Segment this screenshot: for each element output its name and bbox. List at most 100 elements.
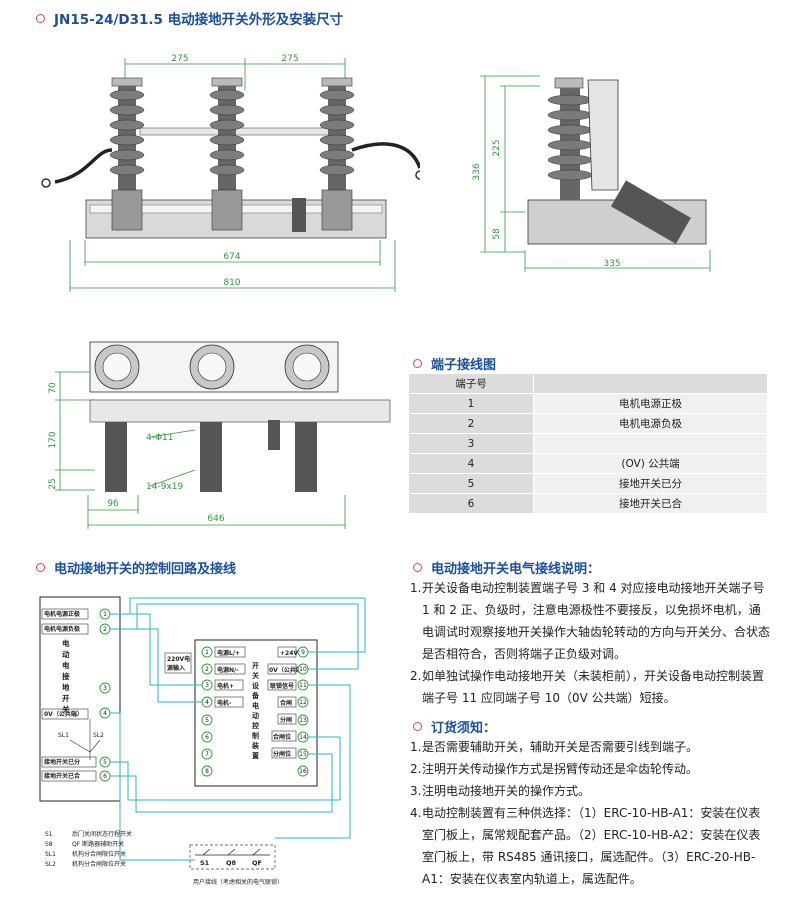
grounding-switch-box (39, 596, 121, 802)
label-open: 接地开关已分 (43, 758, 80, 766)
svg-text:电: 电 (62, 660, 70, 670)
svg-text:16: 16 (299, 768, 307, 775)
svg-text:8: 8 (205, 768, 209, 775)
terminal-header-label: 端子号 (409, 374, 534, 394)
main-section-title: JN15-24/D31.5 电动接地开关外形及安装尺寸 (36, 8, 343, 28)
svg-text:12: 12 (299, 699, 307, 706)
gear (292, 198, 306, 232)
device-label-motor-pos: 电机+ (217, 682, 234, 690)
power-input-label-1: 220V电 (167, 655, 190, 663)
svg-text:开: 开 (62, 694, 70, 703)
device-label-open: 分闸 (280, 716, 292, 724)
dim-335: 335 (603, 259, 620, 269)
svg-text:开: 开 (252, 662, 259, 670)
side-insulator (547, 94, 593, 181)
device-label-n: 电源N/- (217, 666, 239, 674)
label-ov: 0V（公共端） (44, 710, 83, 718)
device-terminal-circles (201, 646, 309, 777)
front-view-drawing: 275 275 674 810 (41, 54, 420, 292)
insulator-right (319, 77, 355, 231)
device-label-l: 电源L/+ (217, 649, 240, 657)
label-sl1: SL1 (58, 732, 69, 739)
device-label-close: 合闸 (280, 699, 292, 707)
svg-text:QF 断路器辅助开关: QF 断路器辅助开关 (72, 840, 124, 848)
svg-text:1: 1 (103, 611, 107, 618)
svg-text:13: 13 (299, 717, 307, 724)
svg-text:4: 4 (205, 699, 209, 706)
table-row: 4(OV) 公共端 (409, 453, 767, 474)
wiring-notes-title: 电动接地开关电气接线说明： (413, 558, 600, 577)
dim-96: 96 (107, 499, 119, 509)
svg-text:11: 11 (299, 682, 307, 689)
device-vertical-label: 开 关 设 备 电 动 控 制 装 置 (251, 662, 260, 760)
svg-text:机构分合闸限位开关: 机构分合闸限位开关 (72, 860, 126, 868)
plan-view-drawing: 70 170 25 40 96 646 4-Φ11 14-9x19 (48, 341, 391, 529)
dim-70: 70 (48, 382, 58, 394)
wiring-lines (110, 597, 366, 861)
wiring-notes-list: 1.开关设备电动控制装置端子号 3 和 4 对应接电动接地开关端子号 1 和 2… (410, 577, 770, 709)
dim-646: 646 (207, 514, 224, 524)
insulator-left (109, 77, 145, 231)
svg-text:2: 2 (205, 666, 209, 673)
svg-text:10: 10 (299, 666, 307, 673)
circle-bullet-icon (413, 563, 422, 572)
device-label-motor-neg: 电机- (217, 699, 232, 707)
svg-text:后门关闭状态行程开关: 后门关闭状态行程开关 (72, 830, 132, 838)
hole-spec: 4-Φ11 (146, 433, 174, 443)
svg-text:15: 15 (299, 751, 307, 758)
dim-25: 25 (48, 478, 58, 489)
device-label-0v: 0V（公共端） (269, 666, 308, 674)
front-dimension-lines (69, 58, 396, 292)
svg-text:14: 14 (299, 734, 307, 741)
circle-bullet-icon (413, 722, 422, 731)
svg-text:SL2: SL2 (45, 861, 56, 868)
svg-text:电: 电 (252, 701, 259, 710)
svg-text:3: 3 (103, 685, 107, 692)
svg-text:9: 9 (301, 649, 305, 656)
svg-text:动: 动 (62, 649, 70, 659)
plan-dimension-lines (55, 371, 346, 529)
dim-170: 170 (48, 431, 58, 448)
list-item: 4.电动控制装置有三种供选择：（1）ERC-10-HB-A1：安装在仪表室门板上… (410, 806, 761, 886)
circle-bullet-icon (36, 13, 45, 23)
switch-q8: Q8 (226, 859, 237, 867)
svg-text:地: 地 (62, 682, 70, 692)
list-item: 1.是否需要辅助开关，辅助开关是否需要引线到端子。 (410, 740, 699, 754)
svg-text:5: 5 (205, 717, 209, 724)
dim-58: 58 (492, 228, 502, 240)
svg-text:设: 设 (252, 681, 260, 690)
device-label-interlock: 联锁信号 (270, 682, 294, 690)
svg-text:关: 关 (252, 671, 259, 680)
svg-text:制: 制 (252, 731, 259, 740)
ordering-title: 订货须知： (413, 717, 496, 736)
svg-text:6: 6 (103, 773, 107, 780)
device-label-24v: +24V (280, 650, 298, 657)
switch-qf: QF (252, 859, 262, 867)
side-dimension-lines (480, 75, 711, 272)
svg-text:SL1: SL1 (45, 851, 56, 858)
grounding-switch-vertical-label: 电 动 电 接 地 开 关 (62, 638, 70, 714)
circle-bullet-icon (413, 359, 422, 368)
cable-right (351, 142, 420, 169)
side-arm (587, 79, 619, 191)
list-item: 2.如单独试操作电动接地开关（未装柜前），开关设备电动控制装置端子号 11 应同… (410, 669, 765, 705)
power-input-label-2: 源输入 (167, 664, 185, 672)
device-label-open-pos: 分闸位 (273, 750, 291, 758)
dim-810: 810 (223, 278, 240, 288)
svg-text:4: 4 (103, 710, 107, 717)
dim-225: 225 (492, 139, 502, 156)
control-section-title: 电动接地开关的控制回路及接线 (36, 558, 236, 577)
control-device-box (194, 639, 318, 787)
plan-shaft (89, 399, 391, 423)
svg-text:备: 备 (251, 691, 260, 700)
side-view-drawing: 336 225 58 335 (472, 75, 711, 272)
svg-text:S1: S1 (45, 831, 53, 838)
terminal-table-header: 端子号 (409, 374, 767, 394)
dim-674: 674 (223, 252, 240, 262)
terminal-section-title: 端子接线图 (413, 354, 496, 373)
slot-spec: 14-9x19 (146, 482, 183, 492)
svg-text:动: 动 (252, 711, 259, 720)
